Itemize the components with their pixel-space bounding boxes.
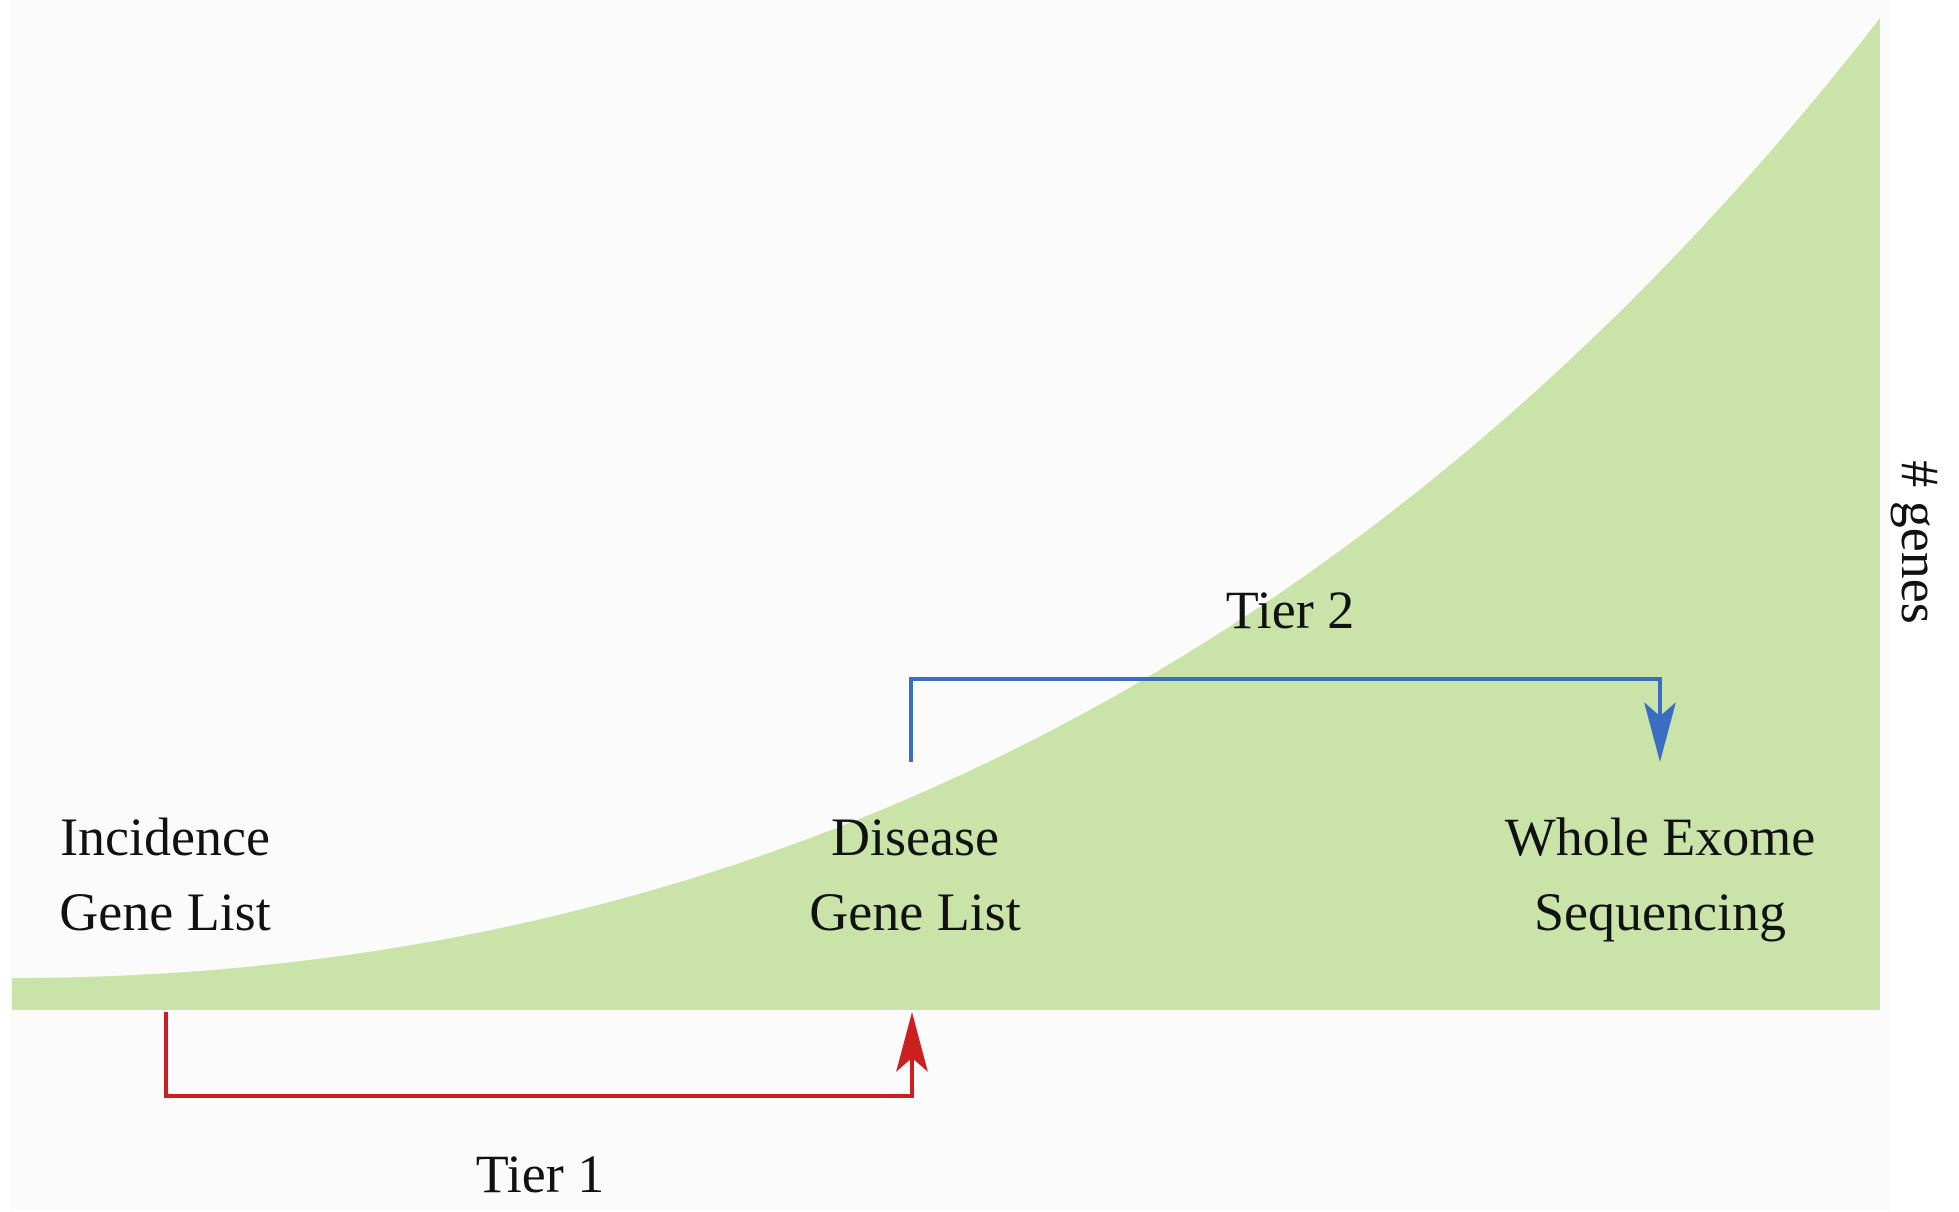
whole-exome-sequencing-label: Whole Exome Sequencing — [1460, 800, 1860, 950]
wes-label-line1: Whole Exome — [1504, 807, 1816, 867]
disease-gene-list-label: Disease Gene List — [775, 800, 1055, 950]
gene-count-area — [12, 18, 1880, 1010]
tier2-label: Tier 2 — [1225, 580, 1355, 640]
disease-label-line1: Disease — [831, 807, 999, 867]
tier2-arrow — [909, 677, 1676, 762]
incidence-label-line1: Incidence — [60, 807, 270, 867]
tier1-label: Tier 1 — [475, 1144, 605, 1204]
tier1-arrow — [164, 1012, 928, 1098]
tier2-arrow-line — [909, 677, 1662, 762]
tier1-arrow-line — [164, 1012, 914, 1098]
disease-label-line2: Gene List — [809, 882, 1021, 942]
wes-label-line2: Sequencing — [1534, 882, 1786, 942]
incidence-gene-list-label: Incidence Gene List — [35, 800, 295, 950]
incidence-label-line2: Gene List — [59, 882, 271, 942]
tier1-arrowhead — [896, 1012, 928, 1072]
genes-axis-label: # genes — [1890, 460, 1950, 624]
tier2-arrowhead — [1644, 702, 1676, 762]
